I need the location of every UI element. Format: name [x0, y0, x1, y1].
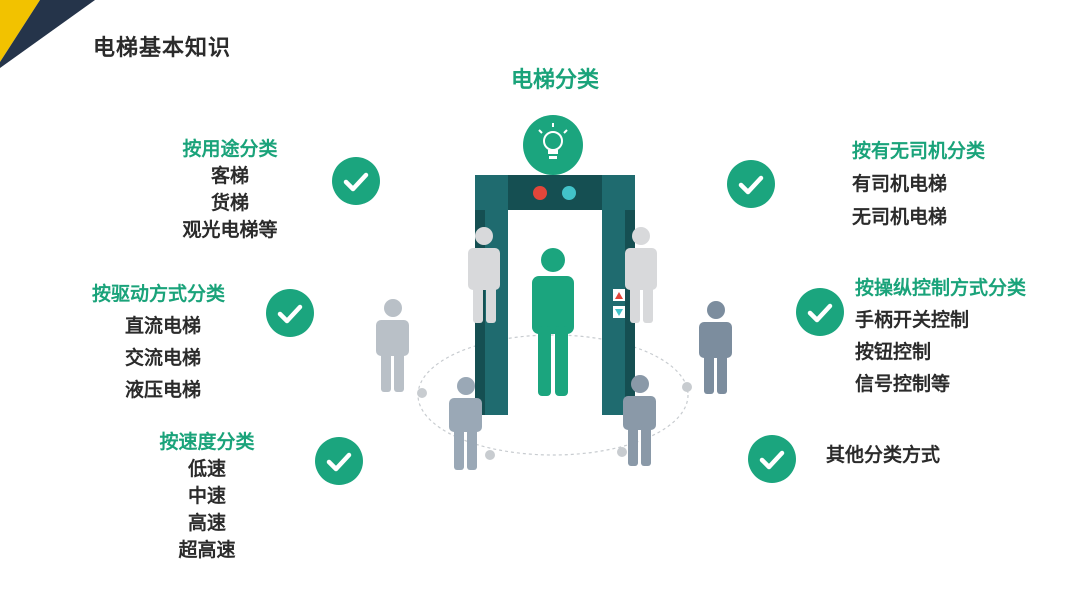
check-icon: [332, 157, 380, 205]
indicator-red: [533, 186, 547, 200]
check-icon: [727, 160, 775, 208]
category-item: 低速: [137, 456, 277, 483]
check-icon: [796, 288, 844, 336]
person-figure: [376, 299, 409, 392]
category-item: 客梯: [160, 163, 300, 190]
category-heading: 按操纵控制方式分类: [855, 272, 1026, 304]
person-figure: [699, 301, 732, 394]
category-item: 超高速: [137, 537, 277, 564]
category-driver: 按有无司机分类 有司机电梯 无司机电梯: [852, 135, 985, 234]
category-heading: 按驱动方式分类: [92, 278, 225, 310]
category-item: 信号控制等: [855, 368, 1026, 400]
category-heading: 其他分类方式: [826, 441, 940, 469]
category-item: 中速: [137, 483, 277, 510]
lightbulb-icon: [523, 115, 583, 175]
category-item: 观光电梯等: [160, 217, 300, 244]
category-item: 手柄开关控制: [855, 304, 1026, 336]
category-usage: 按用途分类 客梯 货梯 观光电梯等: [160, 136, 300, 244]
category-other: 其他分类方式: [826, 441, 940, 469]
category-heading: 按用途分类: [160, 136, 300, 163]
check-icon: [315, 437, 363, 485]
category-item: 高速: [137, 510, 277, 537]
indicator-teal: [562, 186, 576, 200]
category-heading: 按速度分类: [137, 429, 277, 456]
category-item: 液压电梯: [92, 374, 225, 406]
category-item: 交流电梯: [92, 342, 225, 374]
check-icon: [748, 435, 796, 483]
category-speed: 按速度分类 低速 中速 高速 超高速: [137, 429, 277, 564]
category-item: 有司机电梯: [852, 168, 985, 201]
category-item: 直流电梯: [92, 310, 225, 342]
category-control: 按操纵控制方式分类 手柄开关控制 按钮控制 信号控制等: [855, 272, 1026, 400]
category-item: 按钮控制: [855, 336, 1026, 368]
category-item: 无司机电梯: [852, 201, 985, 234]
category-drive: 按驱动方式分类 直流电梯 交流电梯 液压电梯: [92, 278, 225, 406]
person-figure-center: [532, 248, 574, 396]
category-item: 货梯: [160, 190, 300, 217]
check-icon: [266, 289, 314, 337]
category-heading: 按有无司机分类: [852, 135, 985, 168]
